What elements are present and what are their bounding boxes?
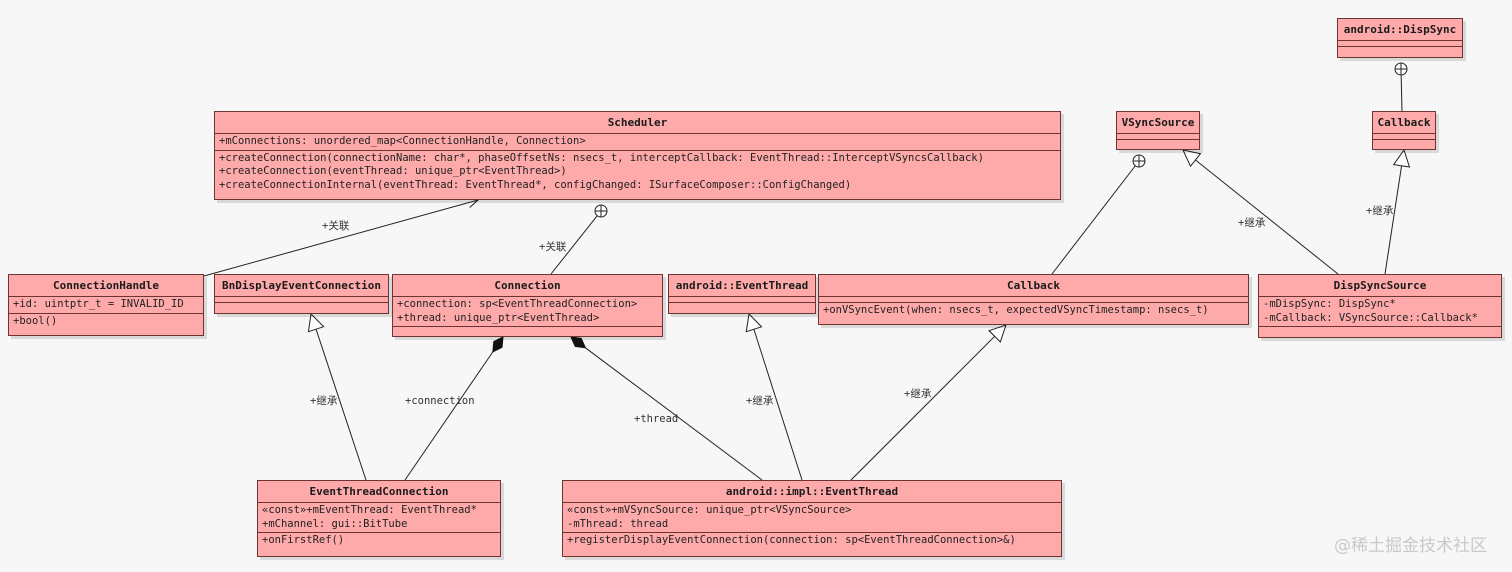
class-operation: +bool() (13, 314, 58, 327)
composition-diamond (492, 336, 504, 353)
class-attribute: -mDispSync: DispSync* (1263, 298, 1396, 310)
watermark-text: @稀土掘金技术社区 (1334, 536, 1487, 556)
class-attribute: +connection: sp<EventThreadConnection> (397, 298, 638, 310)
class-name: Callback (1007, 279, 1060, 292)
class-attributes-compartment (1338, 40, 1462, 46)
class-operations-compartment: +onVSyncEvent(when: nsecs_t, expectedVSy… (819, 302, 1248, 319)
class-operations-compartment: +registerDisplayEventConnection(connecti… (563, 532, 1061, 549)
inheritance-arrowhead (745, 312, 763, 333)
relation-label: +继承 (1238, 217, 1266, 229)
inheritance-arrowhead (1392, 148, 1411, 168)
class-operation: +createConnection(connectionName: char*,… (219, 151, 984, 164)
class-attributes-compartment: +id: uintptr_t = INVALID_ID (9, 296, 203, 313)
relation-label: +继承 (310, 395, 338, 407)
class-operations-compartment (1338, 46, 1462, 52)
relation-line-r-etc-bn (315, 329, 367, 481)
relation-line-r-handle-scheduler (203, 199, 479, 277)
class-attributes-compartment (1373, 133, 1435, 139)
class-operation: +onVSyncEvent(when: nsecs_t, expectedVSy… (823, 304, 1209, 316)
class-operation: +createConnection(eventThread: unique_pt… (219, 165, 567, 177)
class-attribute: +id: uintptr_t = INVALID_ID (13, 298, 184, 310)
class-operation: +createConnectionInternal(eventThread: E… (219, 178, 852, 191)
class-name: Callback (1377, 116, 1431, 129)
class-callback-dispsync: Callback (1372, 111, 1436, 150)
relation-line-r-dss-vsyncsource (1195, 159, 1339, 275)
relation-label: +继承 (1366, 205, 1394, 217)
class-android-dispsync: android::DispSync (1337, 18, 1463, 58)
class-attribute: «const»+mVSyncSource: unique_ptr<VSyncSo… (567, 504, 852, 516)
relation-line-r-impl-callback (850, 335, 996, 481)
class-event-thread-connection: EventThreadConnection «const»+mEventThrea… (257, 480, 501, 557)
class-operations-compartment (393, 326, 662, 332)
relation-line-r-impl-connection (585, 347, 763, 481)
composition-diamond (570, 336, 587, 349)
class-attribute: -mThread: thread (567, 517, 669, 530)
class-operation: +registerDisplayEventConnection(connecti… (567, 534, 1016, 546)
relation-line-r-impl-eventthread (753, 329, 803, 481)
class-name: Connection (494, 279, 561, 292)
inheritance-arrowhead (307, 312, 325, 333)
inheritance-arrowhead (988, 324, 1007, 343)
class-name: DispSyncSource (1333, 279, 1427, 292)
class-name: BnDisplayEventConnection (222, 279, 381, 292)
class-scheduler: Scheduler +mConnections: unordered_map<Co… (214, 111, 1061, 200)
relation-label: +继承 (904, 388, 932, 400)
class-android-event-thread: android::EventThread (668, 274, 816, 314)
class-attributes-compartment: «const»+mEventThread: EventThread*+mChan… (258, 502, 500, 532)
class-vsync-source: VSyncSource (1116, 111, 1200, 150)
class-attributes-compartment (819, 296, 1248, 302)
class-attributes-compartment: -mDispSync: DispSync*-mCallback: VSyncSo… (1259, 296, 1501, 326)
class-name: android::EventThread (675, 279, 809, 292)
class-attribute: -mCallback: VSyncSource::Callback* (1263, 311, 1478, 324)
class-operations-compartment (1259, 326, 1501, 332)
relation-label: +继承 (746, 395, 774, 407)
class-attributes-compartment: «const»+mVSyncSource: unique_ptr<VSyncSo… (563, 502, 1061, 532)
relation-label: +thread (634, 413, 679, 425)
class-attributes-compartment: +mConnections: unordered_map<ConnectionH… (215, 133, 1060, 150)
class-attributes-compartment (1117, 133, 1199, 139)
class-connection: Connection +connection: sp<EventThreadCon… (392, 274, 663, 337)
class-bn-display-event-connection: BnDisplayEventConnection (214, 274, 389, 314)
relation-line-r-callback-dispsync (1400, 74, 1403, 112)
class-name: EventThreadConnection (309, 485, 449, 498)
class-operations-compartment (1373, 139, 1435, 145)
relation-label: +connection (405, 395, 475, 407)
class-attributes-compartment (215, 296, 388, 302)
class-operation: +onFirstRef() (262, 534, 345, 546)
class-name: Scheduler (607, 116, 668, 129)
relation-label: +关联 (539, 241, 567, 253)
class-attributes-compartment: +connection: sp<EventThreadConnection>+t… (393, 296, 662, 326)
class-attributes-compartment (669, 296, 815, 302)
class-callback-vsync: Callback +onVSyncEvent(when: nsecs_t, exp… (818, 274, 1249, 325)
class-dispsync-source: DispSyncSource -mDispSync: DispSync*-mCal… (1258, 274, 1502, 338)
class-connection-handle: ConnectionHandle +id: uintptr_t = INVALID… (8, 274, 204, 336)
relation-line-r-callback-vsyncsource (1051, 165, 1136, 275)
class-name: ConnectionHandle (53, 279, 159, 292)
class-attribute: +thread: unique_ptr<EventThread> (397, 311, 600, 324)
class-name: VSyncSource (1121, 116, 1195, 129)
class-operations-compartment (215, 302, 388, 308)
class-operations-compartment: +onFirstRef() (258, 532, 500, 549)
class-operations-compartment: +createConnection(connectionName: char*,… (215, 149, 1060, 194)
class-name: android::DispSync (1343, 23, 1457, 36)
class-impl-event-thread: android::impl::EventThread«const»+mVSync… (562, 480, 1062, 557)
class-operations-compartment (1117, 139, 1199, 145)
inheritance-arrowhead (1182, 149, 1202, 168)
class-attribute: +mConnections: unordered_map<ConnectionH… (219, 135, 586, 147)
class-attribute: «const»+mEventThread: EventThread* (262, 504, 477, 516)
relation-line-r-connection-scheduler (550, 215, 598, 275)
relation-line-r-etc-connection (404, 351, 494, 481)
relation-label: +关联 (322, 220, 350, 232)
class-attribute: +mChannel: gui::BitTube (262, 517, 408, 530)
relation-line-r-dss-callback (1384, 165, 1403, 275)
class-operations-compartment (669, 302, 815, 308)
class-operations-compartment: +bool() (9, 312, 203, 330)
class-name: android::impl::EventThread (725, 485, 899, 498)
